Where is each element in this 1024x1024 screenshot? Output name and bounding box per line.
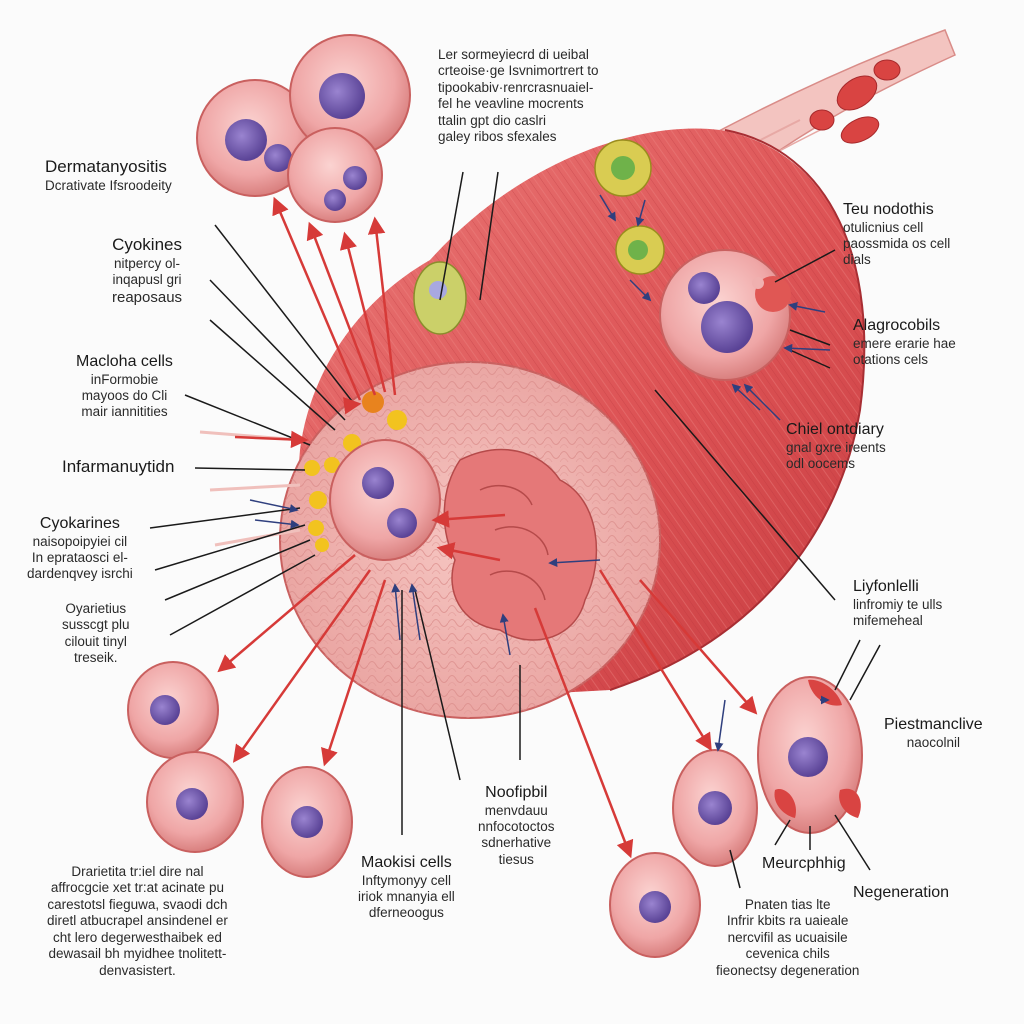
protein-note-line-5: fieonectsy degeneration xyxy=(716,962,860,978)
label-mercophig-title: Meurcphhig xyxy=(762,855,846,872)
protein-note-line-1: Pnaten tias lte xyxy=(744,897,831,912)
label-chief-inflammatory-line-2: odl oocems xyxy=(786,455,856,471)
label-lymphocyte: Liyfonlelli linfromiy te ulls mifemeheal xyxy=(853,577,942,629)
label-chief-inflammatory: Chiel ontdiary gnal gxre ireents odl ooc… xyxy=(786,420,886,472)
label-regeneration: Negeneration xyxy=(853,883,949,903)
muscle-cross-section xyxy=(279,361,661,719)
label-lymphocyte-title: Liyfonlelli xyxy=(853,578,919,595)
protein-note-line-2: Infrir kbits ra uaieale xyxy=(726,913,849,929)
protein-note-line-3: nercvifil as ucuaisile xyxy=(727,929,848,945)
label-t-neutrophils-line-1: otulicnius cell xyxy=(843,219,924,235)
label-cytokines-2-line-3: dardenqvey isrchi xyxy=(27,566,133,582)
label-macrophages-right-title: Alagrocobils xyxy=(853,317,941,334)
label-regenerative-line-1: naocolnil xyxy=(906,734,960,750)
label-t-neutrophils-line-2: paossmida os cell xyxy=(843,235,951,251)
label-neutrophil: Noofipbil menvdauu nnfocotoctos sdnerhat… xyxy=(478,783,555,868)
label-macrophages-right-line-1: emere erarie hae xyxy=(853,335,956,351)
label-regeneration-title: Negeneration xyxy=(853,884,950,901)
red-arrows xyxy=(217,196,758,859)
blue-arrows xyxy=(249,194,831,752)
label-macrophage-cells-line-1: inFormobie xyxy=(90,371,159,387)
label-macrophage-cells-line-3: mair iannitities xyxy=(81,404,168,420)
label-t-neutrophils-title: Teu nodothis xyxy=(843,201,934,218)
label-neutrophil-title: Noofipbil xyxy=(485,784,548,801)
bottom-left-note-line-4: diretl atbucrapel ansindenel er xyxy=(47,913,228,929)
bottom-left-note-line-6: dewasail bh myidhee tnolitett- xyxy=(48,946,227,962)
top-note-line-6: galey ribos sfexales xyxy=(438,129,557,145)
label-cytokines-1-title: Cyokines xyxy=(112,235,182,254)
protein-note-line-4: cevenica chils xyxy=(745,946,830,962)
label-macrophage-cells-title: Macloha cells xyxy=(76,353,173,370)
label-inflammation-title: Infarmanuytidn xyxy=(62,457,175,476)
label-macrophage-bottom-line-1: Inftymonyy cell xyxy=(361,872,452,888)
bottom-left-note-line-5: cht lero degerwesthaibek ed xyxy=(53,929,222,945)
label-neutrophil-line-4: tiesus xyxy=(498,851,534,867)
bottom-cells xyxy=(127,661,863,958)
label-macrophages-right-line-2: otations cels xyxy=(853,351,929,367)
label-macrophage-bottom-title: Maokisi cells xyxy=(361,854,452,871)
label-t-neutrophils-line-3: dials xyxy=(843,252,871,268)
label-cytokines-1: Cyokines nitpercy ol- inqapusl gri reapo… xyxy=(112,235,182,307)
label-chief-inflammatory-line-1: gnal gxre ireents xyxy=(786,439,886,455)
label-lymphocyte-line-1: linfromiy te ulls xyxy=(853,596,943,612)
top-note-line-5: ttalin gpt dio caslri xyxy=(438,112,547,128)
label-lymphocyte-line-2: mifemeheal xyxy=(853,612,923,628)
label-macrophage-cells-bottom: Maokisi cells Inftymonyy cell iriok mnan… xyxy=(358,853,455,922)
label-macrophage-bottom-line-3: dferneoogus xyxy=(368,905,444,921)
label-neutrophil-line-2: nnfocotoctos xyxy=(478,818,555,834)
label-macrophage-bottom-line-2: iriok mnanyia ell xyxy=(358,888,455,904)
cell-cluster-top-left xyxy=(196,34,411,223)
top-note-line-1: Ler sormeyiecrd di ueibal xyxy=(438,47,589,62)
bottom-left-note-line-7: denvasistert. xyxy=(99,962,176,978)
label-chief-inflammatory-title: Chiel ontdiary xyxy=(786,421,884,438)
macrophage-cell-right xyxy=(659,249,791,381)
label-dermatomyositis: Dermatanyositis Dcrativate Ifsroodeity xyxy=(45,157,172,194)
label-inflammation: Infarmanuytidn xyxy=(62,457,174,478)
label-cytokines-1-line-3: reaposaus xyxy=(112,288,183,306)
label-cytokines-2-title: Cyokarines xyxy=(39,515,120,532)
bottom-left-note-line-1: Drarietita tr:iel dire nal xyxy=(71,864,204,879)
other-cells-line-1: Oyarietius xyxy=(65,601,127,616)
label-cytokines-2-line-2: In eprataosci el- xyxy=(31,549,128,565)
label-mercophig: Meurcphhig xyxy=(762,854,846,874)
leader-lines xyxy=(149,171,881,889)
label-regenerative-title: Piestmanclive xyxy=(884,716,983,733)
label-macrophage-cells-line-2: mayoos do Cli xyxy=(81,387,168,403)
other-cells-line-4: treseik. xyxy=(74,650,118,666)
other-cells-line-3: cilouit tinyl xyxy=(64,633,127,649)
label-dermatomyositis-title: Dermatanyositis xyxy=(45,157,167,176)
label-macrophage-cells: Macloha cells inFormobie mayoos do Cli m… xyxy=(76,352,173,421)
label-macrophages-right: Alagrocobils emere erarie hae otations c… xyxy=(853,316,956,368)
top-note-line-4: fel he veavline mocrents xyxy=(438,96,584,112)
label-regenerative-neutrophil: Piestmanclive naocolnil xyxy=(884,715,983,751)
label-neutrophil-line-3: sdnerhative xyxy=(481,835,552,851)
bottom-left-note-line-2: affrocgcie xet tr:at acinate pu xyxy=(50,880,224,896)
label-dermatomyositis-line: Dcrativate Ifsroodeity xyxy=(45,177,172,193)
other-cells-line-2: susscgt plu xyxy=(62,617,130,633)
top-note-line-2: crteoise·ge Isvnimortrert to xyxy=(438,63,599,79)
top-note-line-3: tipookabiv·renrcrasnuaiel- xyxy=(438,79,594,95)
label-cytokines-2: Cyokarines naisopoipyiei cil In eprataos… xyxy=(27,514,133,583)
label-cytokines-2-line-1: naisopoipyiei cil xyxy=(32,533,128,549)
label-neutrophil-line-1: menvdauu xyxy=(484,802,548,818)
label-cytokines-1-line-1: nitpercy ol- xyxy=(114,255,181,271)
bottom-left-note-line-3: carestotsl fieguwa, svaodi dch xyxy=(47,896,228,912)
inflammatory-cell-center xyxy=(329,439,441,561)
label-cytokines-1-line-2: inqapusl gri xyxy=(112,272,182,288)
label-t-neutrophils: Teu nodothis otulicnius cell paossmida o… xyxy=(843,200,950,269)
